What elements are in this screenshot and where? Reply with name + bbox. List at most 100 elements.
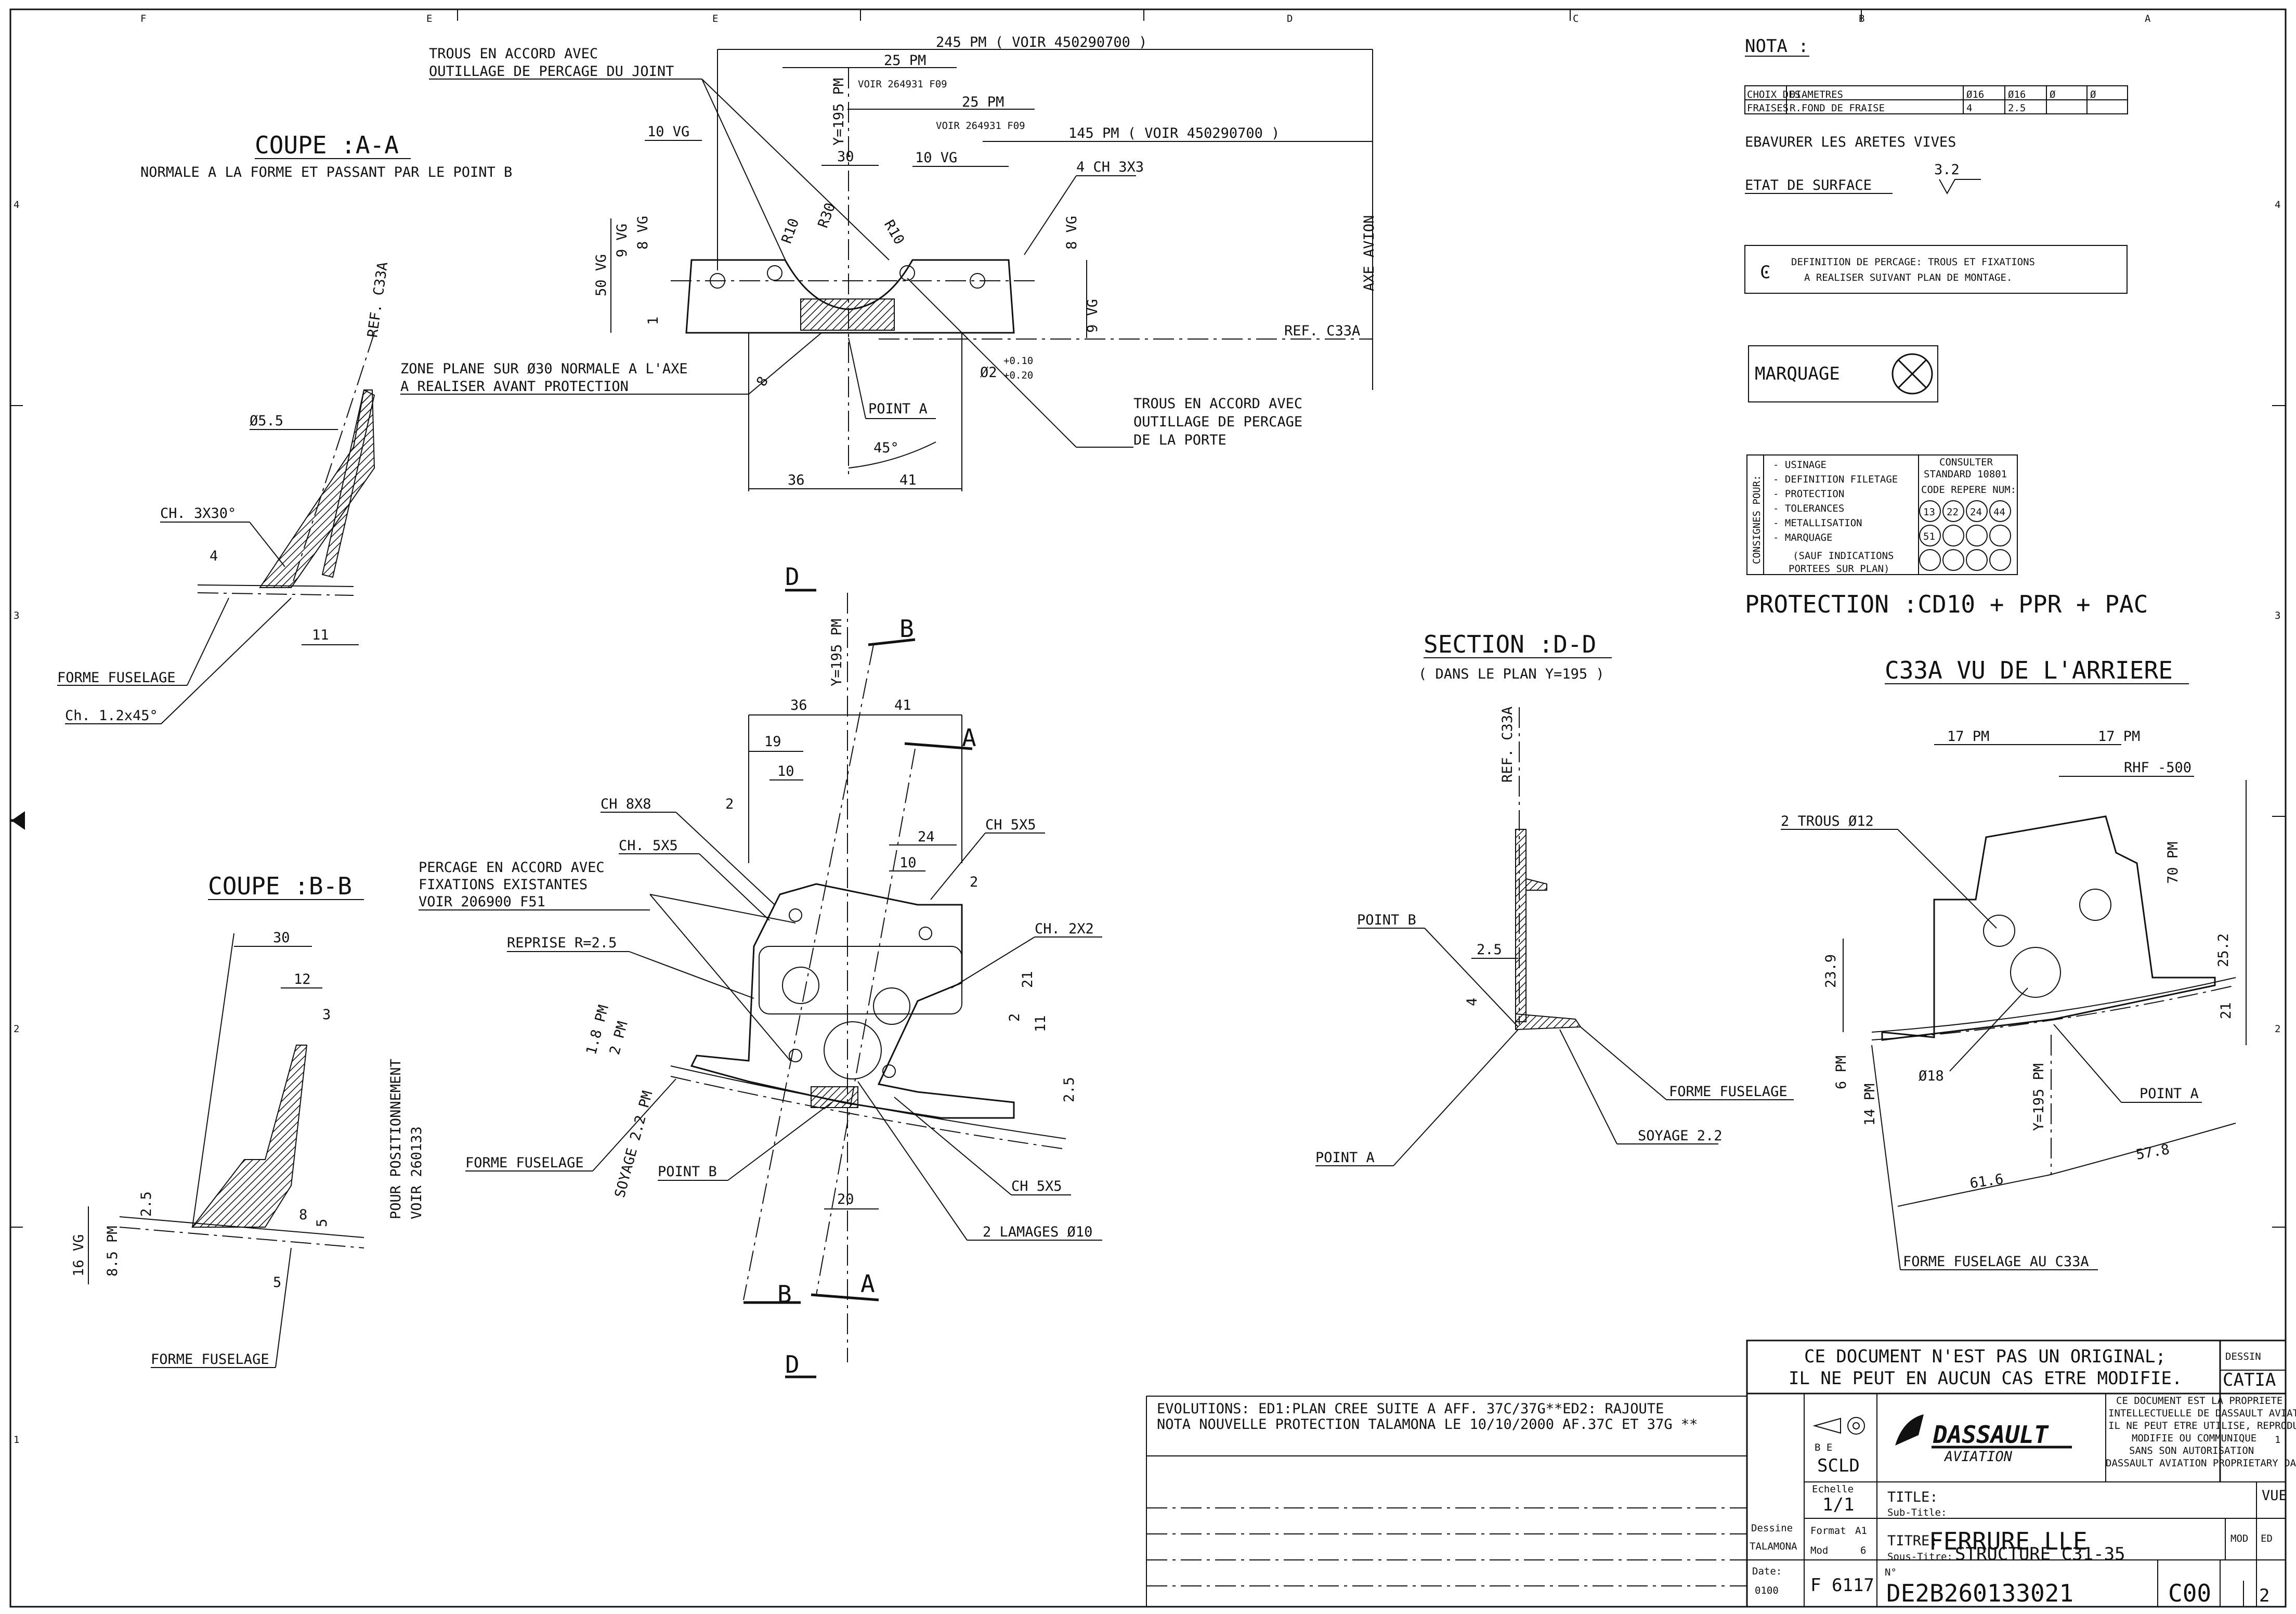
top-8vg-right: 8 VG — [1064, 216, 1080, 250]
title-format: A1 — [1855, 1525, 1867, 1537]
top-view: 245 PM ( VOIR 450290700 ) 25 PM VOIR 264… — [400, 34, 1377, 491]
title-prop: SANS SON AUTORISATION — [2129, 1445, 2254, 1456]
main-dim-36: 36 — [790, 697, 807, 713]
consigne-item: - DEFINITION FILETAGE — [1773, 474, 1898, 485]
title-prop: INTELLECTUELLE DE DASSAULT AVIATION — [2108, 1408, 2296, 1419]
coupe-bb-pour-2: VOIR 260133 — [409, 1126, 425, 1219]
section-dd-subtitle: ( DANS LE PLAN Y=195 ) — [1418, 666, 1604, 682]
main-point-b: POINT B — [658, 1164, 717, 1180]
table-cell: FRAISES — [1747, 102, 1789, 114]
section-dd-point-a: POINT A — [1315, 1150, 1375, 1166]
consulter-2: STANDARD 10801 — [1924, 468, 2007, 480]
top-voir-2: VOIR 264931 F09 — [936, 120, 1025, 132]
coupe-bb-dim-30: 30 — [273, 930, 290, 946]
brand-sub: AVIATION — [1943, 1449, 2013, 1465]
fraises-table: CHOIX DES DIAMETRES Ø16 Ø16 Ø Ø FRAISES … — [1744, 85, 2128, 114]
title-soustitre-label: Sous-Titre: — [1887, 1551, 1953, 1563]
main-forme: FORME FUSELAGE — [465, 1155, 584, 1171]
title-revision: C00 — [2168, 1579, 2211, 1607]
main-percage-1: PERCAGE EN ACCORD AVEC — [419, 860, 605, 876]
zone-number: 3 — [14, 610, 19, 621]
zone-number: 4 — [2275, 199, 2280, 211]
table-cell: 4 — [1966, 102, 1972, 114]
title-date-label: Date: — [1752, 1566, 1782, 1577]
c33a-trous: 2 TROUS Ø12 — [1781, 813, 1874, 829]
title-ed-col: ED — [2261, 1533, 2273, 1544]
main-view: D D B B A A Y=195 PM 36 41 19 10 2 CH 8X… — [419, 563, 1102, 1378]
title-dessine-label: Dessine — [1751, 1522, 1793, 1534]
title-format-label: Format — [1810, 1525, 1846, 1537]
top-trous-line2: OUTILLAGE DE PERCAGE DU JOINT — [429, 63, 674, 80]
top-angle-45: 45° — [873, 440, 899, 456]
main-percage-2: FIXATIONS EXISTANTES — [419, 877, 588, 893]
top-dim-8: 8 — [753, 374, 772, 389]
title-catia: CATIA — [2223, 1370, 2276, 1390]
nota-surface: ETAT DE SURFACE — [1745, 177, 1872, 193]
title-f-number: F 6117 — [1810, 1575, 1874, 1596]
title-title-label: TITLE: — [1887, 1489, 1938, 1505]
consigne-item: - METALLISATION — [1773, 517, 1862, 529]
consigne-item: - PROTECTION — [1773, 488, 1844, 500]
coupe-bb-dim-5a: 5 — [314, 1219, 330, 1227]
top-zone-line1: ZONE PLANE SUR Ø30 NORMALE A L'AXE — [400, 361, 688, 377]
main-dim-41: 41 — [894, 697, 911, 713]
c33a-hole-2 — [2079, 889, 2111, 921]
zone-letter: E — [712, 13, 718, 24]
top-dim-30: 30 — [837, 149, 854, 165]
main-dim-11: 11 — [1033, 1015, 1049, 1032]
main-hole-left — [782, 967, 819, 1004]
top-trous-line1: TROUS EN ACCORD AVEC — [429, 46, 598, 62]
main-b-top: B — [899, 615, 914, 643]
title-scld: SCLD — [1817, 1455, 1860, 1476]
main-ch5x5c: CH 5X5 — [1011, 1178, 1062, 1194]
coupe-bb-dim-25: 2.5 — [138, 1191, 154, 1217]
top-tol-minus: +0.20 — [1003, 370, 1033, 381]
main-hole-right — [873, 987, 910, 1025]
title-dessine-name: TALAMONA — [1750, 1541, 1797, 1552]
top-50vg: 50 VG — [593, 254, 609, 296]
c33a-dim-21: 21 — [2218, 1002, 2234, 1019]
coupe-aa-dim-4: 4 — [210, 548, 218, 564]
percage-symbol: Ͼ — [1760, 262, 1770, 283]
nota-definition-2: A REALISER SUIVANT PLAN DE MONTAGE. — [1804, 272, 2012, 283]
coupe-bb-title: COUPE :B-B — [208, 872, 352, 900]
title-be: B E — [1815, 1442, 1832, 1453]
coupe-bb-view: COUPE :B-B 30 12 3 POUR POSITIONNEMENT V… — [71, 872, 425, 1368]
c33a-hole-1 — [1983, 915, 2015, 947]
evolutions-line2: NOTA NOUVELLE PROTECTION TALAMONA LE 10/… — [1157, 1416, 1698, 1433]
title-subtitle-label: Sub-Title: — [1887, 1507, 1947, 1518]
c33a-dim-6pm: 6 PM — [1833, 1056, 1849, 1089]
consigne-item: - MARQUAGE — [1773, 532, 1832, 543]
top-y195: Y=195 PM — [831, 78, 847, 146]
section-dd-ref: REF. C33A — [1499, 707, 1516, 783]
top-10vg-left: 10 VG — [647, 124, 689, 140]
c33a-dim-252: 25.2 — [2215, 933, 2232, 967]
top-trous-porte-1: TROUS EN ACCORD AVEC — [1133, 396, 1302, 412]
title-titre-label: TITRE: — [1887, 1533, 1938, 1549]
zone-letter: F — [140, 13, 146, 24]
title-block: CE DOCUMENT N'EST PAS UN ORIGINAL; IL NE… — [1746, 1339, 2296, 1608]
section-dd-title: SECTION :D-D — [1424, 630, 1596, 658]
top-8vg: 8 VG — [635, 216, 651, 250]
section-dd-view: SECTION :D-D ( DANS LE PLAN Y=195 ) REF.… — [1315, 630, 1794, 1166]
main-dim-2b: 2 — [970, 874, 978, 890]
coupe-bb-pour-1: POUR POSITIONNEMENT — [388, 1059, 404, 1219]
title-prop: DASSAULT AVIATION PROPRIETARY DATA — [2106, 1457, 2296, 1469]
coupe-bb-forme: FORME FUSELAGE — [151, 1351, 269, 1368]
zone-letter: E — [426, 13, 432, 24]
coupe-aa-ref: REF. C33A — [364, 261, 391, 339]
section-dd-web — [1515, 829, 1527, 1022]
title-titre: FERRURE LLE — [1929, 1527, 2088, 1555]
coupe-aa-chamfer-bottom: Ch. 1.2x45° — [65, 708, 158, 724]
top-r30: R30 — [815, 201, 839, 230]
main-dim-19: 19 — [764, 734, 781, 750]
main-d-top: D — [785, 563, 800, 591]
top-dim-36: 36 — [788, 472, 805, 488]
title-prop: CE DOCUMENT EST LA PROPRIETE — [2116, 1395, 2282, 1407]
top-dim-25a: 25 PM — [884, 53, 926, 69]
section-dd-forme: FORME FUSELAGE — [1669, 1084, 1788, 1100]
c33a-dim-17b: 17 PM — [2098, 728, 2140, 745]
top-ref-c33a: REF. C33A — [1284, 323, 1360, 339]
main-lamages: 2 LAMAGES Ø10 — [983, 1224, 1092, 1240]
top-4ch: 4 CH 3X3 — [1076, 159, 1144, 175]
